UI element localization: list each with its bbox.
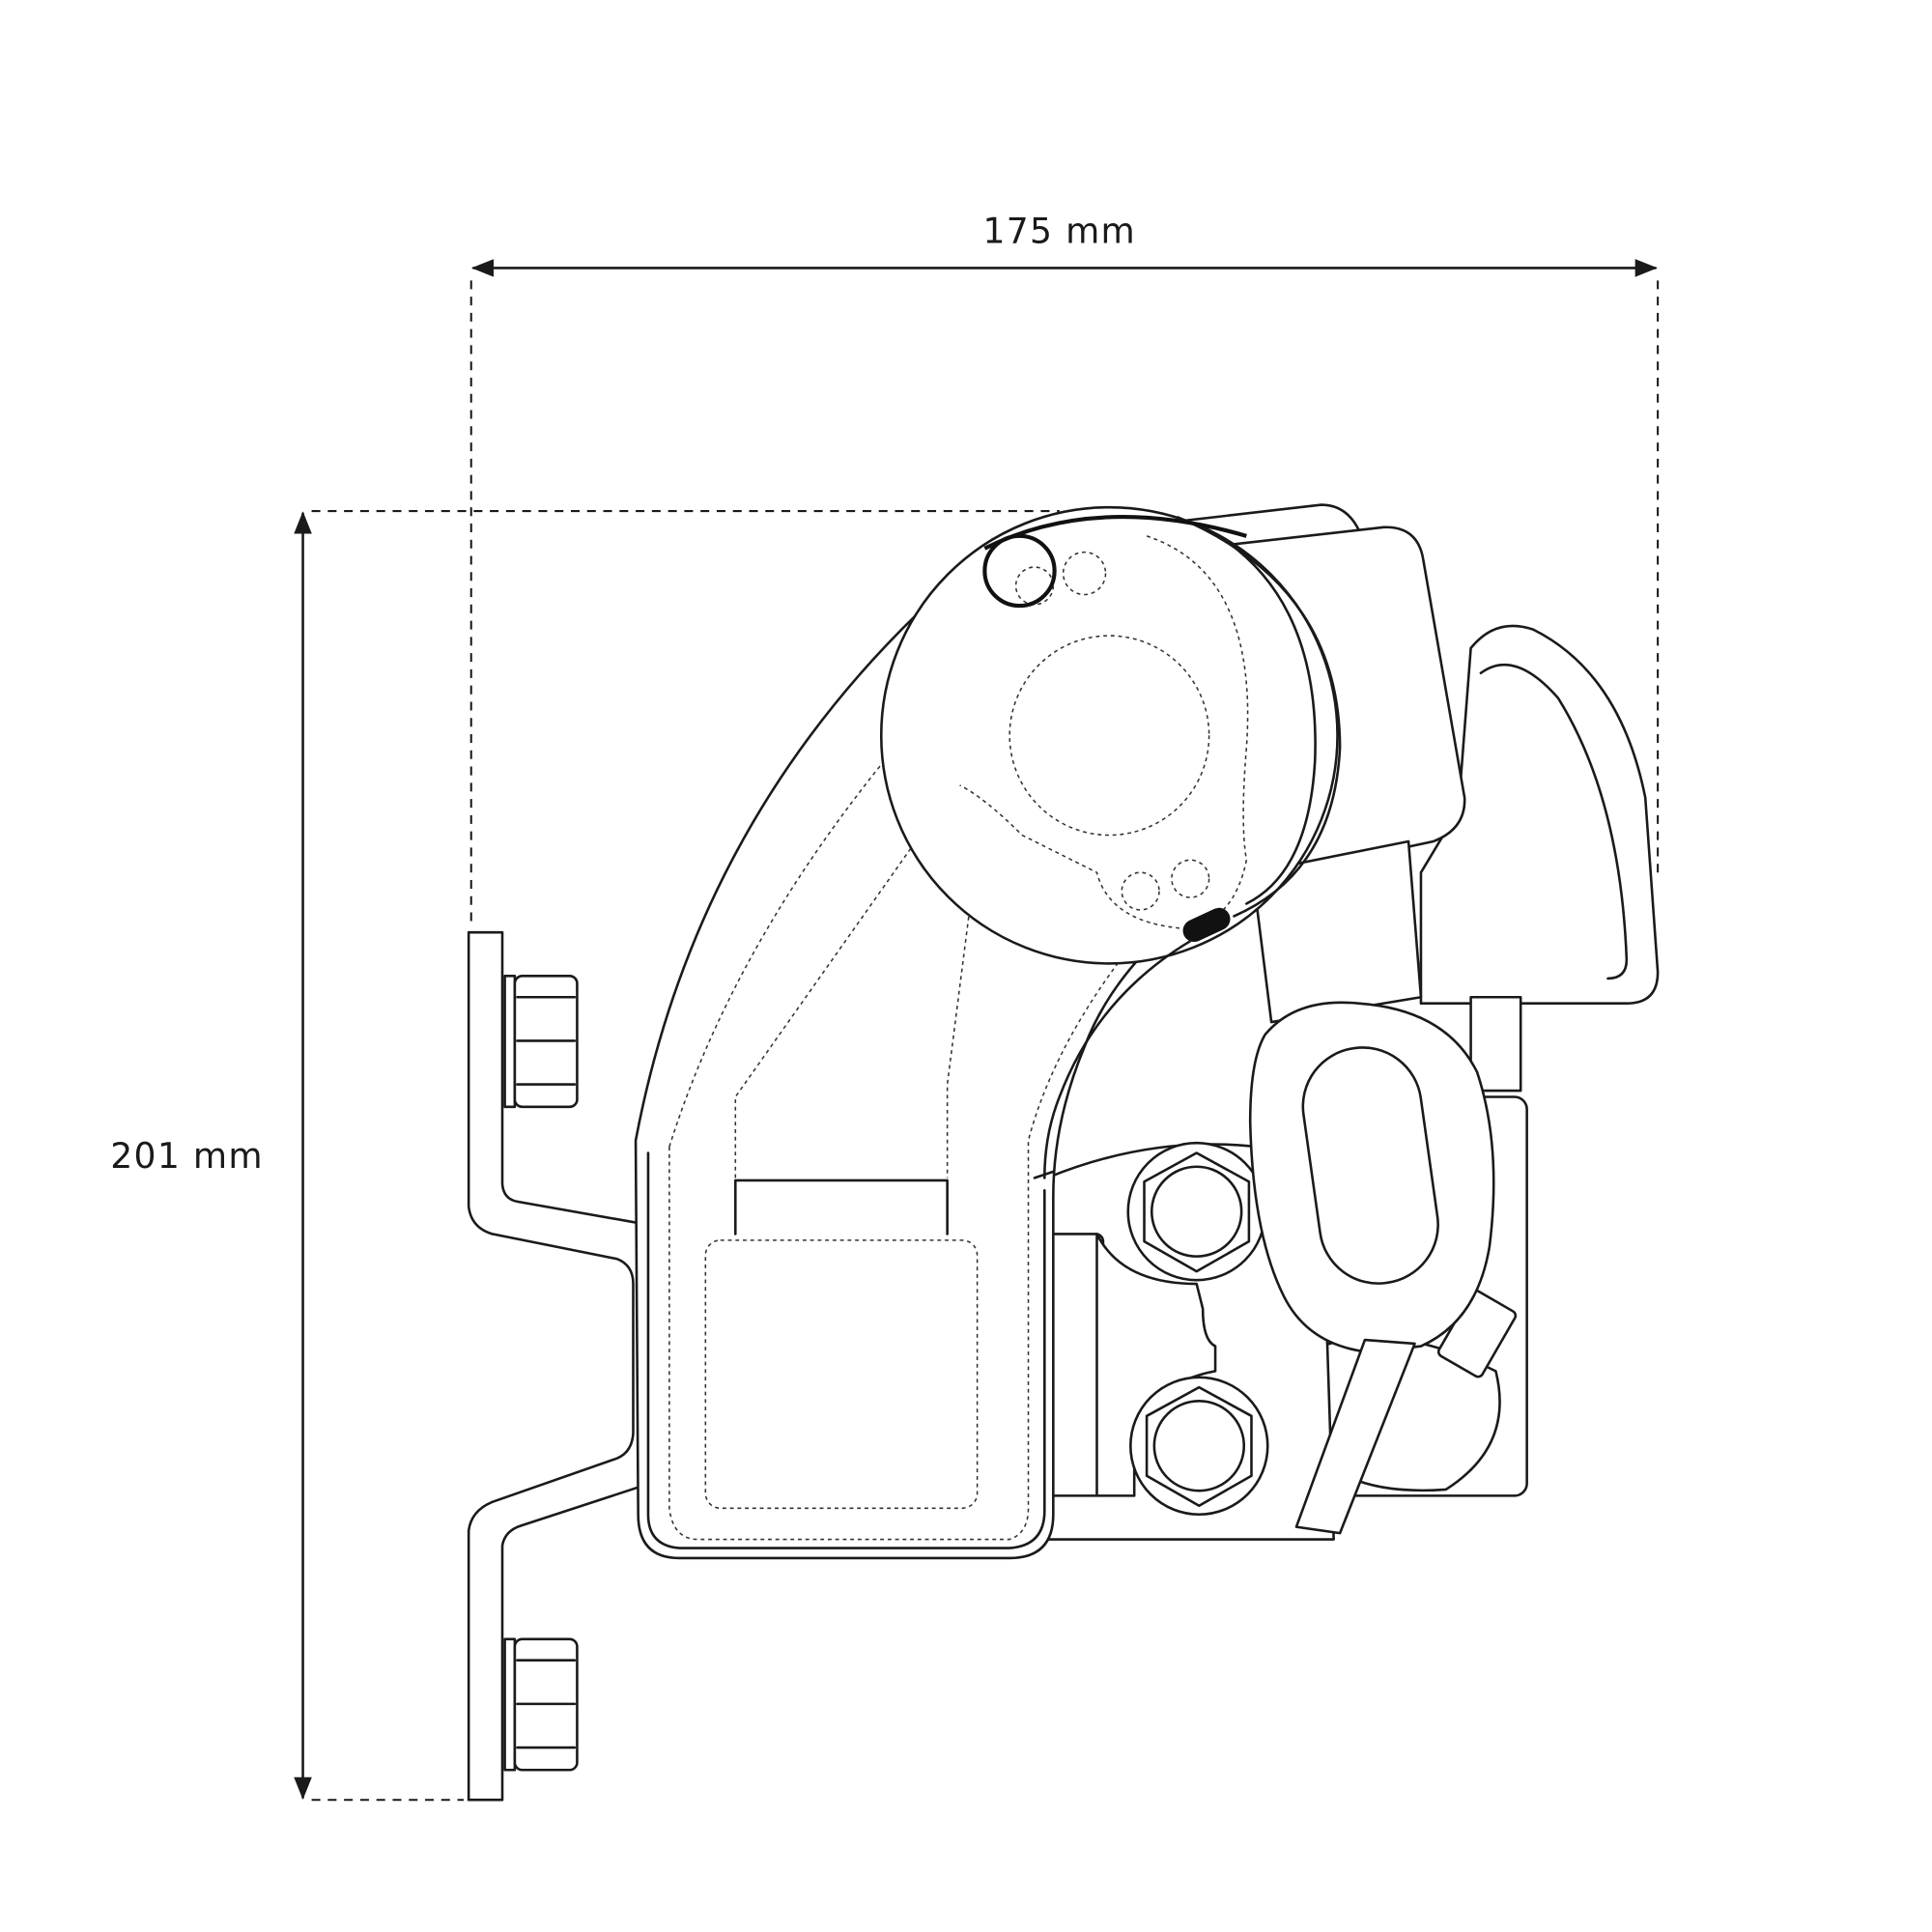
mounting-bracket <box>467 930 660 1802</box>
width-dimension-label: 175 mm <box>983 211 1137 252</box>
hex-nut-bottom <box>503 1637 579 1772</box>
hex-bolt-upper <box>1126 1141 1266 1282</box>
hook-plate <box>1419 624 1660 1093</box>
width-dimension: 175 mm <box>469 211 1660 929</box>
hex-nut-top <box>503 975 579 1109</box>
height-dimension: 201 mm <box>110 510 1060 1802</box>
ring-loop <box>982 533 1057 609</box>
height-dimension-label: 201 mm <box>110 1135 264 1177</box>
cable-ring <box>879 505 1342 1179</box>
cable-crimp <box>1182 907 1231 943</box>
hex-bolt-lower <box>1129 1376 1269 1517</box>
towing-eye <box>1248 1001 1495 1535</box>
